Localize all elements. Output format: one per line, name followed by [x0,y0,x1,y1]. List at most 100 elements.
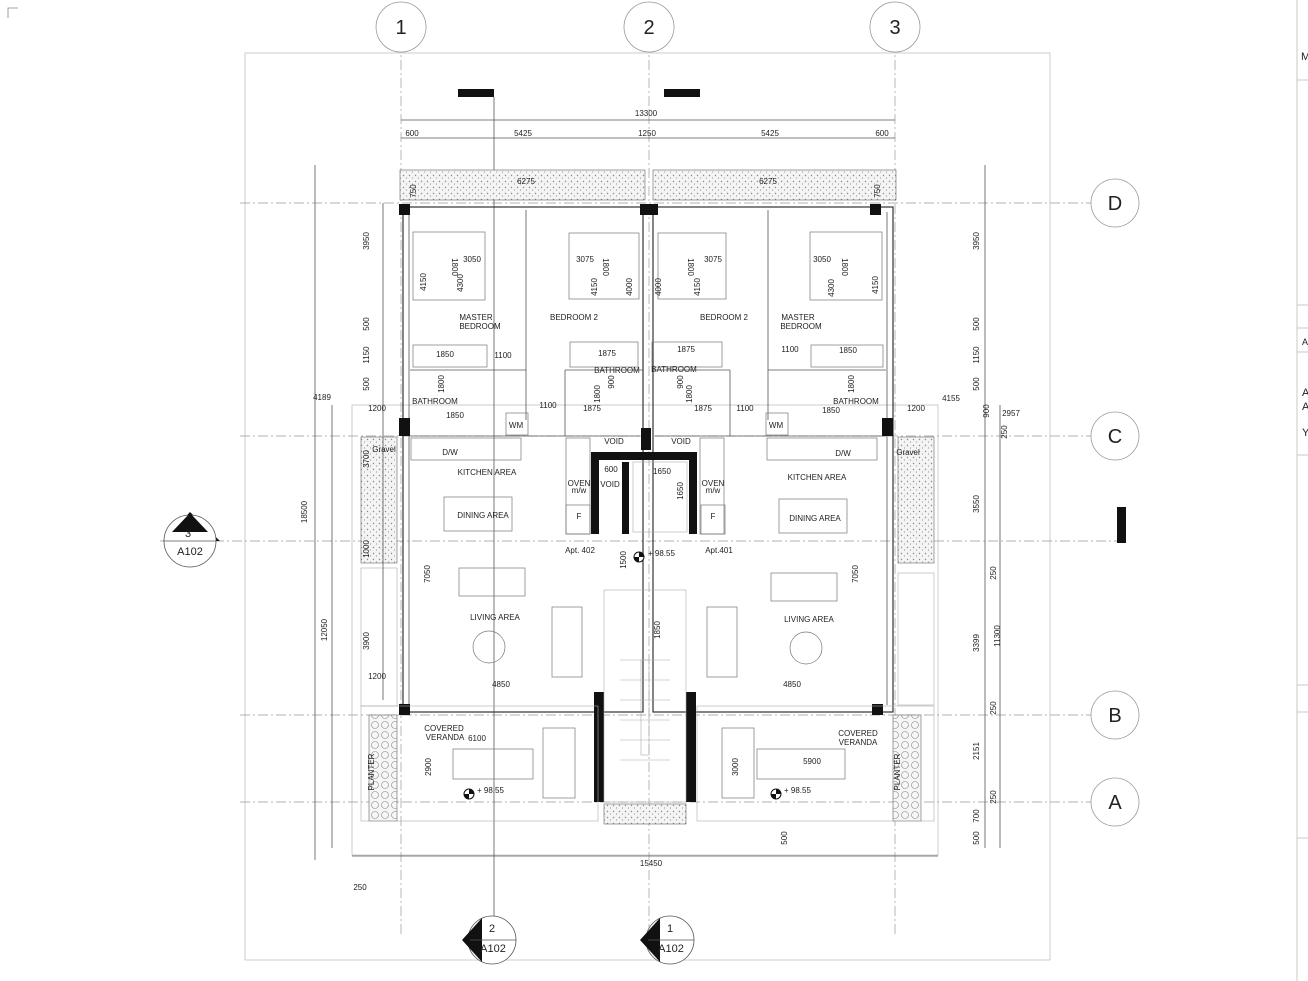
level-marker-center: + 98.55 [633,549,675,563]
section-marker-3: 3 A102 [163,512,220,568]
svg-text:4150: 4150 [590,278,599,296]
svg-text:1875: 1875 [694,404,712,413]
podium-outline [351,404,939,856]
svg-text:1150: 1150 [362,346,371,364]
living-furniture [458,567,838,678]
svg-text:BEDROOM: BEDROOM [780,322,822,331]
svg-text:12050: 12050 [320,618,329,641]
svg-text:VERANDA: VERANDA [839,738,878,747]
svg-text:Gravel: Gravel [372,445,396,454]
svg-text:3950: 3950 [362,232,371,250]
svg-text:1200: 1200 [368,404,386,413]
svg-text:250: 250 [989,566,998,580]
svg-text:A102: A102 [658,943,684,955]
svg-text:3: 3 [889,17,900,39]
section-cut-mark-top-right [664,89,700,97]
svg-text:LIVING AREA: LIVING AREA [470,613,520,622]
svg-text:1250: 1250 [638,129,656,138]
veranda-table-left [542,727,576,799]
planter-left [368,714,398,822]
svg-text:1100: 1100 [494,351,512,360]
right-apartment-labels: MASTER BEDROOM BEDROOM 2 BATHROOM BATHRO… [651,313,920,790]
svg-text:4000: 4000 [625,278,634,296]
svg-text:1850: 1850 [436,350,454,359]
svg-text:4850: 4850 [783,680,801,689]
svg-text:1800: 1800 [847,375,856,393]
svg-text:2900: 2900 [424,758,433,776]
svg-text:1800: 1800 [840,258,849,276]
svg-text:VOID: VOID [671,437,691,446]
svg-text:15450: 15450 [640,859,663,868]
svg-text:D/W: D/W [442,448,458,457]
svg-text:6275: 6275 [517,177,535,186]
veranda-left [360,705,599,822]
svg-text:VOID: VOID [604,437,624,446]
grid-bubble-2: 2 [623,1,675,53]
svg-text:+ 98.55: + 98.55 [784,786,811,795]
top-dimensions: 13300 600 5425 1250 5425 600 [401,109,895,139]
svg-text:900: 900 [982,404,991,418]
left-apartment-labels: MASTER BEDROOM BEDROOM 2 BATHROOM BATHRO… [367,313,640,790]
svg-text:WM: WM [509,421,524,430]
beds [412,231,884,368]
svg-text:PLANTER: PLANTER [893,753,902,790]
svg-text:7050: 7050 [851,565,860,583]
level-marker-veranda-right: + 98.55 [770,786,811,800]
svg-text:DINING AREA: DINING AREA [457,511,509,520]
svg-text:1650: 1650 [676,482,685,500]
svg-text:18500: 18500 [300,500,309,523]
svg-text:250: 250 [1000,425,1009,439]
svg-text:BATHROOM: BATHROOM [651,365,697,374]
svg-text:4300: 4300 [827,279,836,297]
svg-text:KITCHEN AREA: KITCHEN AREA [458,468,517,477]
svg-text:MASTER: MASTER [781,313,815,322]
svg-text:4155: 4155 [942,394,960,403]
svg-text:1500: 1500 [619,551,628,569]
svg-text:3700: 3700 [362,450,371,468]
svg-text:250: 250 [353,883,367,892]
svg-text:1650: 1650 [653,467,671,476]
svg-text:5425: 5425 [514,129,532,138]
svg-text:1800: 1800 [437,375,446,393]
svg-text:B: B [1108,705,1121,727]
svg-text:6100: 6100 [468,734,486,743]
svg-text:Gravel: Gravel [896,448,920,457]
svg-text:1800: 1800 [686,258,695,276]
svg-text:2: 2 [643,17,654,39]
svg-text:D/W: D/W [835,449,851,458]
grid-bubble-b: B [1090,690,1140,740]
svg-text:5425: 5425 [761,129,779,138]
svg-text:F: F [711,512,716,521]
svg-text:m/w: m/w [572,486,587,495]
veranda-seating-right [756,748,846,780]
svg-text:3075: 3075 [576,255,594,264]
section-marker-2: 2 A102 [462,915,517,965]
svg-text:1800: 1800 [450,258,459,276]
section-marker-1: 1 A102 [640,915,695,965]
svg-text:1100: 1100 [539,401,557,410]
svg-text:6275: 6275 [759,177,777,186]
svg-text:1: 1 [667,923,673,935]
svg-text:KITCHEN AREA: KITCHEN AREA [788,473,847,482]
svg-text:1875: 1875 [583,404,601,413]
svg-text:2: 2 [489,923,495,935]
svg-text:1850: 1850 [653,621,662,639]
grid-bubble-c: C [1090,411,1140,461]
svg-text:1: 1 [395,17,406,39]
svg-text:500: 500 [972,377,981,391]
svg-text:3075: 3075 [704,255,722,264]
svg-text:700: 700 [972,809,981,823]
balcony-right [897,572,935,706]
svg-text:500: 500 [780,831,789,845]
svg-text:2151: 2151 [972,742,981,760]
svg-text:COVERED: COVERED [424,724,464,733]
grid-bubble-a: A [1090,777,1140,827]
svg-text:Apt. 402: Apt. 402 [565,546,595,555]
svg-text:2957: 2957 [1002,409,1020,418]
svg-text:OVEN: OVEN [702,479,725,488]
bottom-dimensions: 15450 250 500 [352,831,938,892]
svg-text:BATHROOM: BATHROOM [412,397,458,406]
svg-text:3550: 3550 [972,495,981,513]
svg-text:1875: 1875 [677,345,695,354]
